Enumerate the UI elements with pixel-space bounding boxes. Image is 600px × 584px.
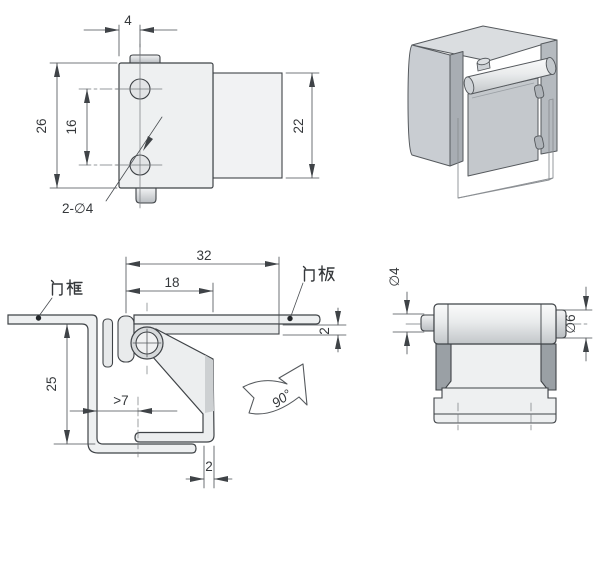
dim-knuckle-dia	[559, 286, 593, 362]
side-view: 32 18 25 >7 2	[7, 248, 347, 489]
door-frame-label	[50, 279, 83, 296]
dim-depth-25	[53, 323, 96, 445]
side-door-frame-plate	[7, 314, 197, 454]
hole-callout-leader	[105, 116, 163, 202]
door-panel-label	[302, 265, 335, 282]
end-barrel	[433, 303, 557, 345]
dim-clearance-7-text: >7	[113, 393, 128, 408]
dim-offset-4-text: 4	[124, 13, 132, 28]
iso-frame-left-slab	[407, 44, 451, 167]
iso-hinge-plate	[467, 77, 539, 177]
door-panel-leader	[287, 282, 304, 322]
side-door-panel-plate	[133, 314, 321, 325]
dim-height-26	[49, 62, 118, 189]
dim-leaf-32-text: 32	[196, 248, 211, 263]
side-leaf-strip-a	[102, 318, 114, 368]
dim-side-22	[285, 72, 320, 179]
dim-pin-dia-text: ∅4	[387, 267, 402, 287]
dim-offset-4	[83, 24, 178, 57]
isometric-view	[407, 25, 558, 199]
front-top-pin	[129, 54, 161, 64]
dim-side-22-text: 22	[291, 118, 306, 133]
door-frame-leader	[35, 297, 53, 321]
front-view: 4 26 16 22 2-∅4	[34, 13, 320, 216]
dim-leaf-32	[125, 256, 280, 331]
end-view: ∅4 ∅6	[387, 267, 593, 431]
iso-clip-tab-top	[533, 84, 545, 99]
iso-glass-panel	[457, 98, 554, 199]
dim-holes-16-text: 16	[64, 119, 79, 134]
front-bottom-pin	[135, 187, 157, 204]
iso-clip-tab-bottom	[533, 135, 545, 150]
dim-pin-dia	[392, 291, 425, 355]
dim-hook-2	[185, 445, 233, 489]
dim-height-26-text: 26	[34, 118, 49, 133]
dim-pivot-18	[125, 282, 214, 313]
end-left-pin	[420, 314, 435, 332]
dim-pivot-18-text: 18	[164, 275, 179, 290]
dim-hook-2-text: 2	[205, 459, 213, 474]
dim-knuckle-dia-text: ∅6	[563, 314, 578, 333]
end-right-wing	[540, 343, 557, 391]
iso-frame-slab-return	[449, 51, 464, 167]
side-arm-fold-shade	[205, 355, 214, 413]
end-left-wing	[435, 343, 452, 391]
front-side-block	[212, 72, 283, 179]
rotation-arrow-icon	[242, 363, 308, 415]
hole-callout-text: 2-∅4	[62, 201, 94, 216]
dim-plate-2	[282, 307, 347, 353]
end-base	[433, 387, 557, 424]
dim-depth-25-text: 25	[44, 376, 59, 391]
dim-plate-2-text: 2	[317, 327, 332, 335]
